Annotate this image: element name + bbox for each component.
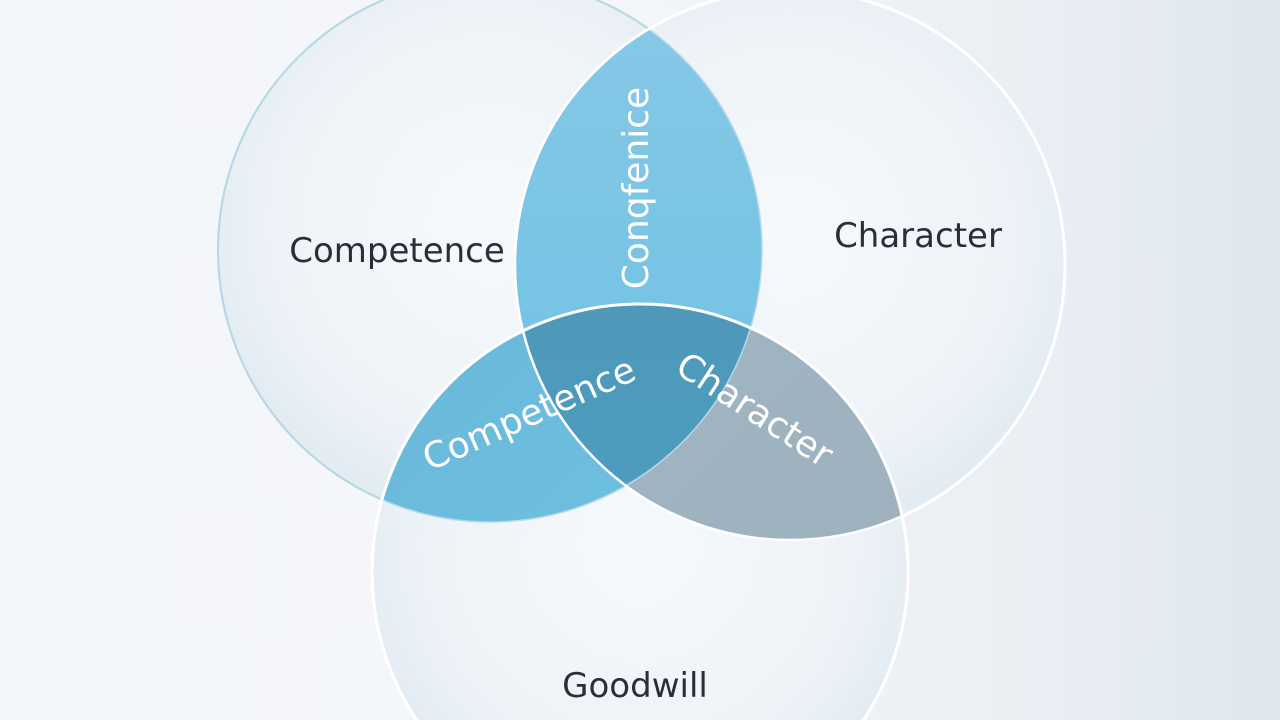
label-character: Character — [834, 216, 1002, 256]
label-goodwill: Goodwill — [562, 666, 708, 706]
intersection-competence-goodwill — [372, 304, 762, 522]
outline-goodwill — [370, 302, 910, 720]
outline-character — [513, 0, 1067, 542]
intersection-character-goodwill — [515, 304, 908, 540]
label-competence: Competence — [289, 231, 505, 271]
label-intersection-top: Conqfenice — [616, 87, 657, 289]
outline-competence — [217, 0, 763, 523]
